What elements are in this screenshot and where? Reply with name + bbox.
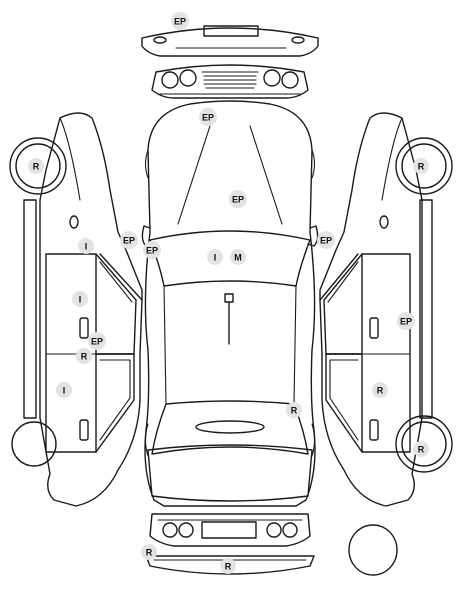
damage-marker-code: R [291, 406, 298, 416]
damage-marker-code: I [79, 295, 82, 305]
damage-marker-code: EP [320, 236, 332, 246]
front-bumper-outline [141, 25, 319, 57]
damage-marker-code: M [234, 253, 242, 263]
damage-marker-code: EP [400, 317, 412, 327]
car-body-top-view [141, 100, 319, 507]
damage-marker-code: EP [202, 113, 214, 123]
damage-marker-right-rear-door: R [372, 382, 388, 398]
damage-marker-left-mirror: EP [120, 231, 138, 249]
damage-marker-code: EP [232, 195, 244, 205]
damage-marker-code: R [225, 562, 232, 572]
damage-marker-code: I [63, 386, 66, 396]
damage-marker-badge [207, 249, 223, 265]
damage-marker-badge [72, 291, 88, 307]
damage-marker-code: R [418, 162, 425, 172]
damage-marker-badge [230, 249, 246, 265]
right-side-view [319, 112, 453, 507]
damage-marker-badge [141, 544, 157, 560]
damage-marker-code: R [33, 162, 40, 172]
damage-marker-right-front-wheel: R [413, 158, 429, 174]
damage-marker-rear-bumper: R [220, 558, 236, 574]
damage-marker-right-front-door: EP [397, 312, 415, 330]
damage-marker-badge [317, 231, 335, 249]
spare-tire-outline [348, 524, 398, 576]
rear-fascia-outline [149, 513, 311, 547]
damage-marker-windshield-2: M [230, 249, 246, 265]
damage-marker-left-b-pillar: R [76, 348, 92, 364]
damage-marker-badge [120, 231, 138, 249]
damage-marker-badge [28, 158, 44, 174]
damage-marker-badge [229, 190, 247, 208]
damage-marker-code: EP [174, 17, 186, 27]
damage-marker-badge [76, 348, 92, 364]
damage-marker-badge [171, 12, 189, 30]
damage-marker-code: I [214, 253, 217, 263]
damage-marker-code: R [418, 445, 425, 455]
damage-marker-left-front-door: I [72, 291, 88, 307]
damage-marker-badge [199, 108, 217, 126]
damage-marker-badge [78, 238, 94, 254]
damage-marker-left-front-fender: I [78, 238, 94, 254]
damage-marker-code: R [377, 386, 384, 396]
damage-marker-badge [220, 558, 236, 574]
damage-marker-badge [143, 241, 161, 259]
damage-marker-right-mirror: EP [317, 231, 335, 249]
damage-marker-left-front-wheel: R [28, 158, 44, 174]
damage-marker-badge [372, 382, 388, 398]
damage-marker-left-a-pillar: EP [143, 241, 161, 259]
left-side-view [9, 112, 143, 507]
damage-marker-badge [88, 332, 106, 350]
damage-marker-badge [286, 402, 302, 418]
damage-marker-windshield-1: I [207, 249, 223, 265]
damage-marker-code: EP [123, 236, 135, 246]
damage-marker-code: R [146, 548, 153, 558]
damage-marker-right-rear-wheel: R [413, 441, 429, 457]
damage-marker-code: EP [91, 337, 103, 347]
damage-marker-code: R [81, 352, 88, 362]
damage-marker-front-bumper: EP [171, 12, 189, 30]
damage-marker-badge [397, 312, 415, 330]
damage-marker-code: I [85, 242, 88, 252]
damage-marker-left-front-door-handle: EP [88, 332, 106, 350]
damage-marker-left-rear-door: I [56, 382, 72, 398]
damage-marker-badge [56, 382, 72, 398]
damage-marker-hood: EP [199, 108, 217, 126]
damage-marker-badge [413, 158, 429, 174]
damage-marker-code: EP [146, 246, 158, 256]
front-fascia-outline [151, 64, 309, 99]
damage-marker-rear-window: R [286, 402, 302, 418]
damage-marker-badge [413, 441, 429, 457]
damage-marker-rear-bumper-corner: R [141, 544, 157, 560]
damage-marker-roof: EP [229, 190, 247, 208]
